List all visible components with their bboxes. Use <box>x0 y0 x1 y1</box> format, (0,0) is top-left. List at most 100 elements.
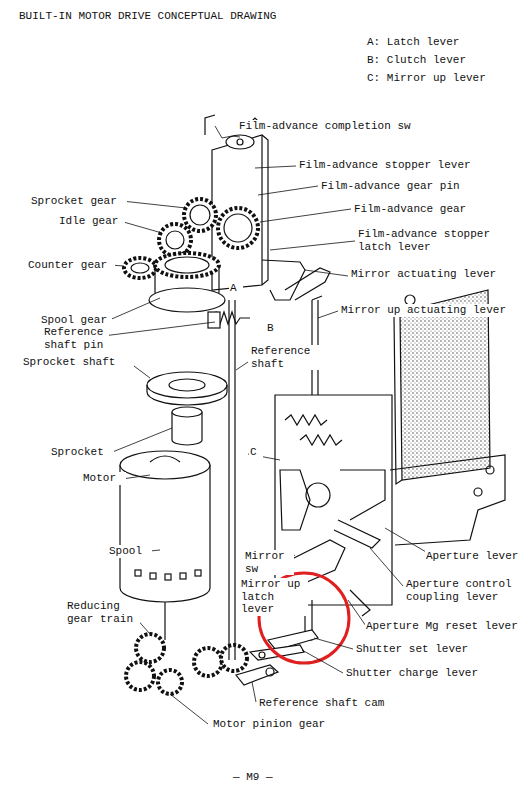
drawing-stroke <box>195 570 201 576</box>
part-label: Film-advance gear pin <box>320 180 512 193</box>
part-label: Film-advance gear <box>353 203 515 216</box>
part-label: Aperture control coupling lever <box>405 578 523 603</box>
drawing-stroke <box>180 573 186 579</box>
part-label: Sprocket <box>50 446 114 459</box>
drawing-stroke <box>131 263 149 273</box>
drawing-stroke <box>159 224 191 256</box>
part-label: Mirror actuating lever <box>350 268 522 281</box>
mechanism <box>120 115 505 694</box>
part-label: Sprocket gear <box>30 195 127 208</box>
legend-key: A: Latch lever <box>366 36 523 49</box>
drawing-stroke <box>107 298 160 321</box>
callout-letter: A <box>229 282 243 295</box>
drawing-stroke <box>120 221 162 233</box>
drawing-stroke <box>302 650 343 673</box>
page-number: — M9 — <box>232 771 304 784</box>
callout-letter: C <box>249 446 263 459</box>
drawing-stroke <box>190 205 210 225</box>
leader-lines <box>103 126 433 724</box>
legend-key: C: Mirror up lever <box>366 72 523 85</box>
part-label: Idle gear <box>58 215 125 228</box>
drawing-stroke <box>229 300 235 660</box>
part-label: Mirror up actuating lever <box>340 304 522 317</box>
drawing-stroke <box>120 451 210 479</box>
drawing-stroke <box>236 362 248 370</box>
part-label: Shutter set lever <box>355 643 479 656</box>
drawing-stroke <box>147 372 227 398</box>
callout-letter: B <box>266 322 280 335</box>
drawing-stroke <box>215 126 240 138</box>
part-label: Mirror up latch lever <box>240 578 308 616</box>
drawing-stroke <box>370 548 403 586</box>
drawing-stroke <box>280 470 385 530</box>
drawing-stroke <box>208 312 220 328</box>
part-label: Sprocket shaft <box>22 356 134 369</box>
part-label: Reference shaft <box>250 345 322 370</box>
drawing-stroke <box>170 694 208 724</box>
drawing-stroke <box>150 573 156 579</box>
drawing-stroke <box>120 465 210 602</box>
drawing-stroke <box>266 668 274 676</box>
drawing-stroke <box>318 311 338 318</box>
drawing-stroke <box>158 670 182 694</box>
drawing-stroke <box>306 483 330 507</box>
drawing-stroke <box>172 407 202 417</box>
drawing-stroke <box>149 288 225 312</box>
drawing-stroke <box>165 257 209 273</box>
drawing-stroke <box>314 638 353 649</box>
drawing-stroke <box>400 290 490 480</box>
drawing-stroke <box>305 270 348 276</box>
drawing-stroke <box>252 682 256 702</box>
drawing-stroke <box>474 488 482 496</box>
part-label: Spool gear <box>40 314 112 327</box>
drawing-stroke <box>218 208 258 248</box>
part-label: Aperture lever <box>425 550 523 563</box>
part-label: Aperture Mg reset lever <box>365 620 523 633</box>
drawing-stroke <box>334 520 380 616</box>
drawing-stroke <box>110 428 172 453</box>
drawing-stroke <box>135 570 141 576</box>
part-label: Film-advance completion sw <box>238 120 440 133</box>
drawing-stroke <box>122 201 186 208</box>
drawing-stroke <box>261 135 262 285</box>
part-label: Film-advance stopper lever <box>298 159 500 172</box>
part-label: Mirror sw <box>244 550 294 575</box>
drawing-stroke <box>390 455 505 545</box>
drawing-stroke <box>194 648 222 676</box>
drawing-stroke <box>260 209 351 222</box>
legend-key: B: Clutch lever <box>366 54 523 67</box>
drawing-stroke <box>164 602 165 640</box>
drawing-stroke <box>259 652 265 658</box>
drawing-stroke <box>184 199 216 231</box>
part-label: Motor <box>82 472 126 485</box>
drawing-stroke <box>169 379 205 391</box>
drawing-stroke <box>236 665 278 685</box>
drawing-stroke <box>237 139 243 145</box>
drawing-stroke <box>103 322 215 336</box>
drawing-stroke <box>486 466 494 474</box>
part-label: Reference shaft pin <box>43 326 109 351</box>
drawing-stroke <box>221 645 247 671</box>
part-label: Motor pinion gear <box>212 718 336 731</box>
drawing-stroke <box>150 456 180 462</box>
part-label: Spool <box>108 545 152 558</box>
drawing-stroke <box>348 600 366 626</box>
drawing-stroke <box>122 475 150 479</box>
drawing-stroke <box>285 415 342 445</box>
part-label: Shutter charge lever <box>345 667 487 680</box>
drawing-stroke <box>124 258 156 278</box>
drawing-stroke <box>262 260 305 300</box>
part-label: Reference shaft cam <box>258 697 390 710</box>
drawing-stroke <box>126 662 154 690</box>
drawing-stroke <box>226 135 254 149</box>
drawing-stroke <box>165 574 171 580</box>
drawing-stroke <box>155 253 219 277</box>
drawing-stroke <box>147 385 227 405</box>
part-label: Reducing gear train <box>66 600 140 625</box>
part-label: Film-advance stopper latch lever <box>357 228 501 253</box>
drawing-stroke <box>394 312 402 484</box>
drawing-stroke <box>255 166 296 168</box>
title: BUILT-IN MOTOR DRIVE CONCEPTUAL DRAWING <box>18 10 277 23</box>
drawing-stroke <box>166 231 184 249</box>
